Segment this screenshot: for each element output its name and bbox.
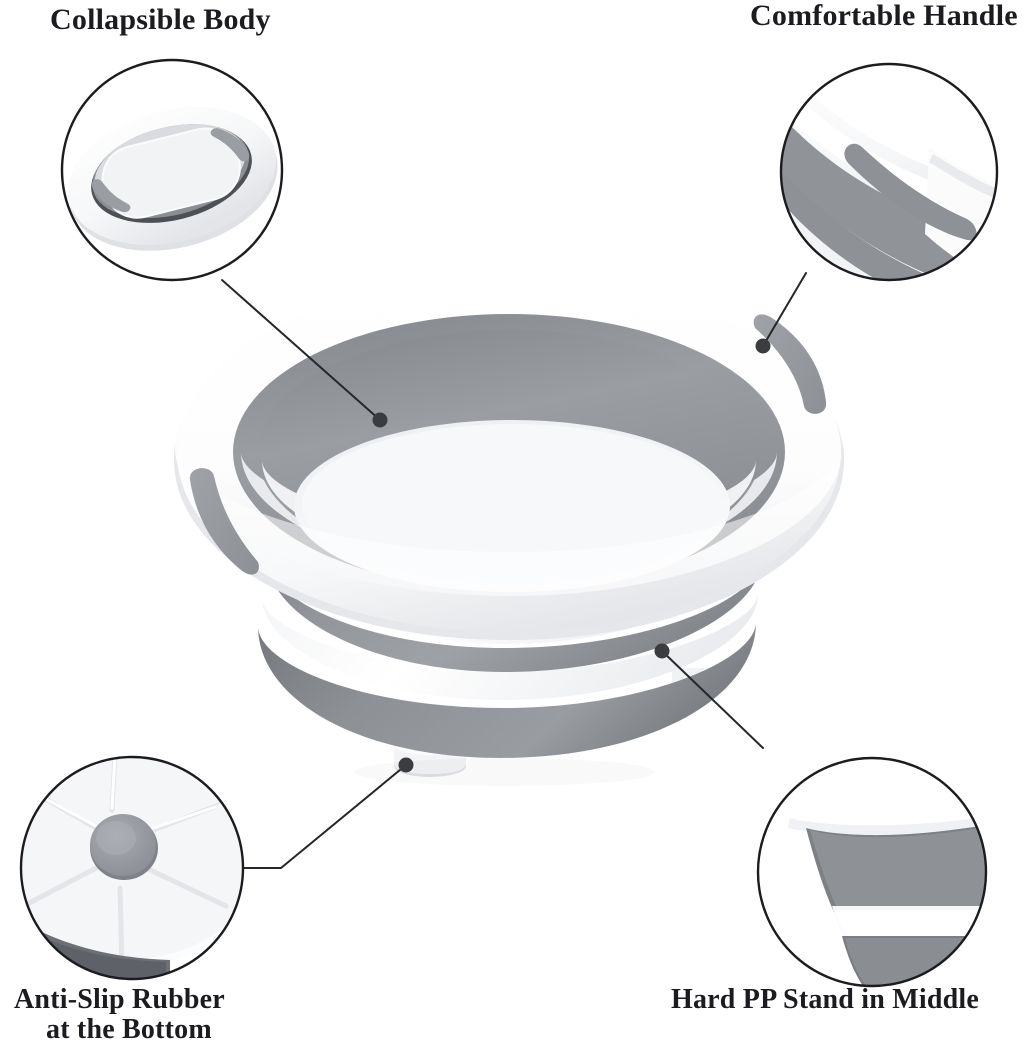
callout-label-hard-pp-stand: Hard PP Stand in Middle <box>671 984 979 1015</box>
leader-lines <box>221 272 807 869</box>
leader-line-collapsible-body <box>221 279 381 421</box>
leader-dot-collapsible-body <box>372 412 388 428</box>
bellows-white-band-lower <box>262 594 758 700</box>
inset-circle-comfortable-handle <box>779 62 999 282</box>
inset-circle-anti-slip-rubber <box>19 755 245 981</box>
inset-anti-slip-rubber <box>19 755 245 981</box>
bellows-grey-mid <box>268 558 762 672</box>
bellows-grey-lower <box>258 622 756 758</box>
callout-label-anti-slip-line-2: at the Bottom <box>46 1014 212 1046</box>
leader-dot-comfortable-handle <box>755 338 771 354</box>
handle-grip-left <box>189 468 259 575</box>
leader-dots <box>372 338 771 773</box>
inset-circle-collapsible-body <box>60 58 284 282</box>
handle-grip-right <box>753 314 827 414</box>
callout-label-anti-slip-line-1: Anti-Slip Rubber <box>14 984 225 1015</box>
rim-front-lip <box>177 452 841 632</box>
inset-collapsible-body <box>60 58 284 282</box>
inset-comfortable-handle <box>779 62 999 282</box>
leader-line-comfortable-handle <box>762 272 807 347</box>
main-basin-graphic <box>174 276 844 777</box>
leader-line-anti-slip <box>242 764 407 869</box>
inset-hard-pp-stand <box>756 756 988 988</box>
leader-dot-hard-pp <box>654 643 670 659</box>
leader-line-hard-pp <box>661 650 764 749</box>
callout-label-comfortable-handle: Comfortable Handle <box>750 0 1018 32</box>
callout-label-collapsible-body: Collapsible Body <box>50 3 271 36</box>
leader-dot-anti-slip <box>398 757 414 773</box>
inset-circle-hard-pp-stand <box>756 756 988 988</box>
